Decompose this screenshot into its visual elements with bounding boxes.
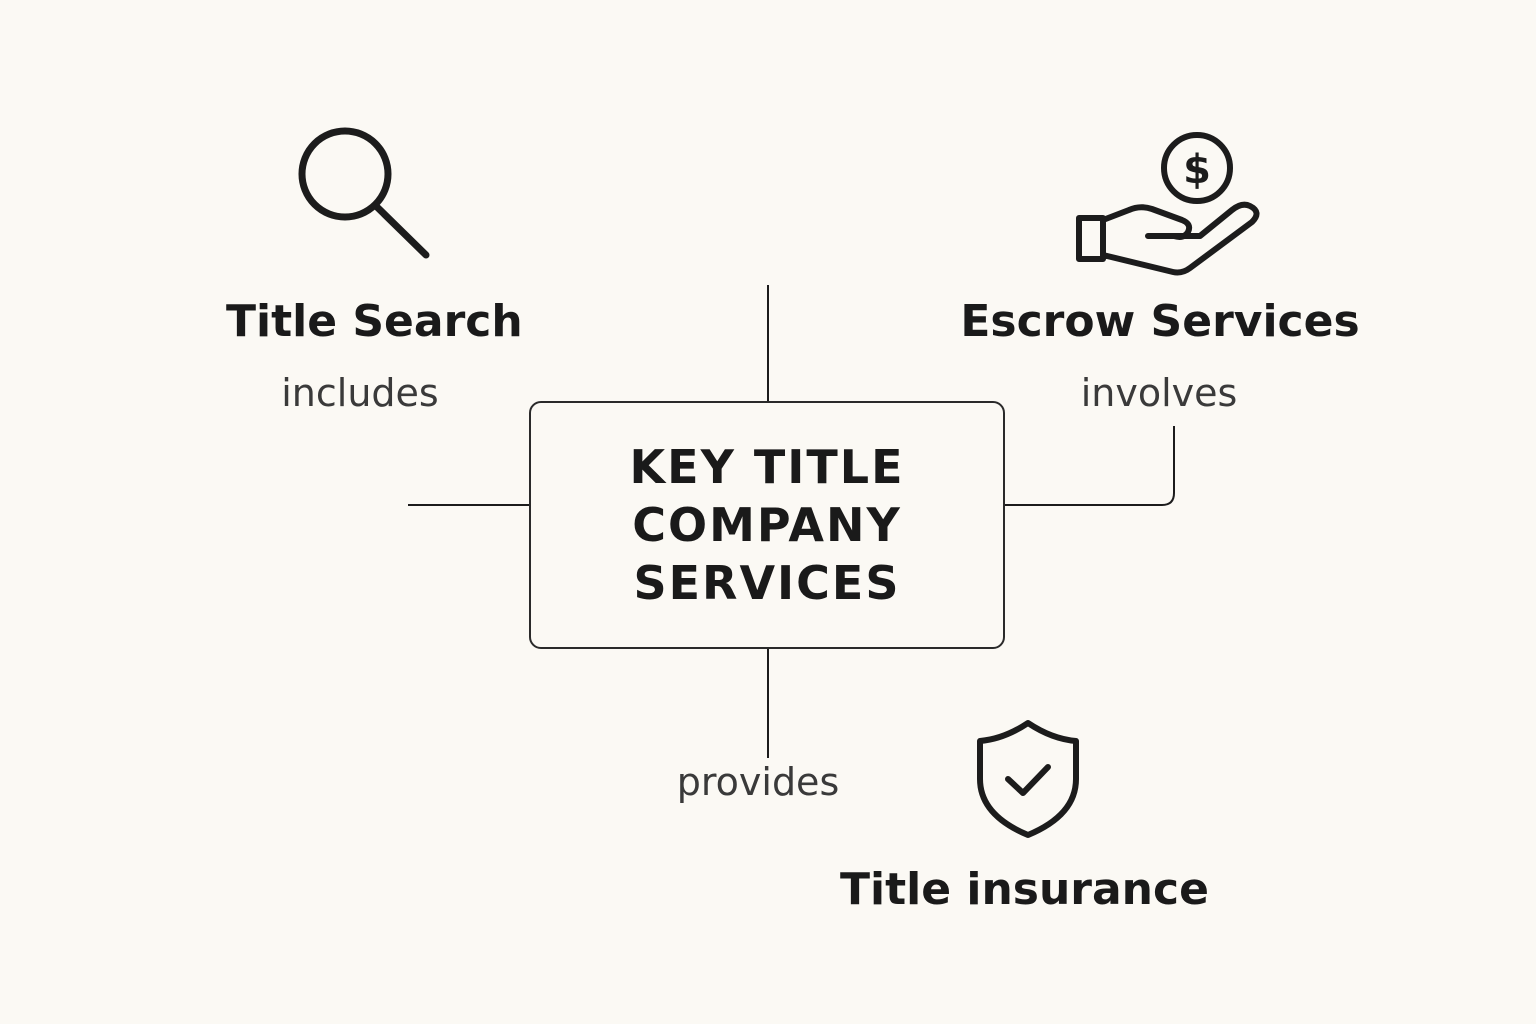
central-topic-title: KEY TITLE COMPANY SERVICES xyxy=(587,438,947,612)
central-title-line-2: COMPANY xyxy=(632,498,902,552)
involves-relation-label: involves xyxy=(1080,371,1238,415)
magnifying-glass-icon xyxy=(285,118,445,268)
central-title-line-1: KEY TITLE xyxy=(629,440,905,494)
title-insurance-label: Title insurance xyxy=(840,864,1209,915)
svg-text:$: $ xyxy=(1183,147,1211,193)
includes-relation-label: includes xyxy=(281,371,439,415)
central-topic-box: KEY TITLE COMPANY SERVICES xyxy=(529,401,1005,649)
shield-check-icon xyxy=(972,717,1084,841)
connector-right-escrow xyxy=(1005,426,1175,506)
central-title-line-3: SERVICES xyxy=(633,556,901,610)
hand-with-dollar-coin-icon: $ xyxy=(1070,128,1270,280)
title-search-label: Title Search xyxy=(226,296,523,347)
escrow-services-label: Escrow Services xyxy=(960,296,1360,347)
provides-relation-label: provides xyxy=(676,760,840,804)
